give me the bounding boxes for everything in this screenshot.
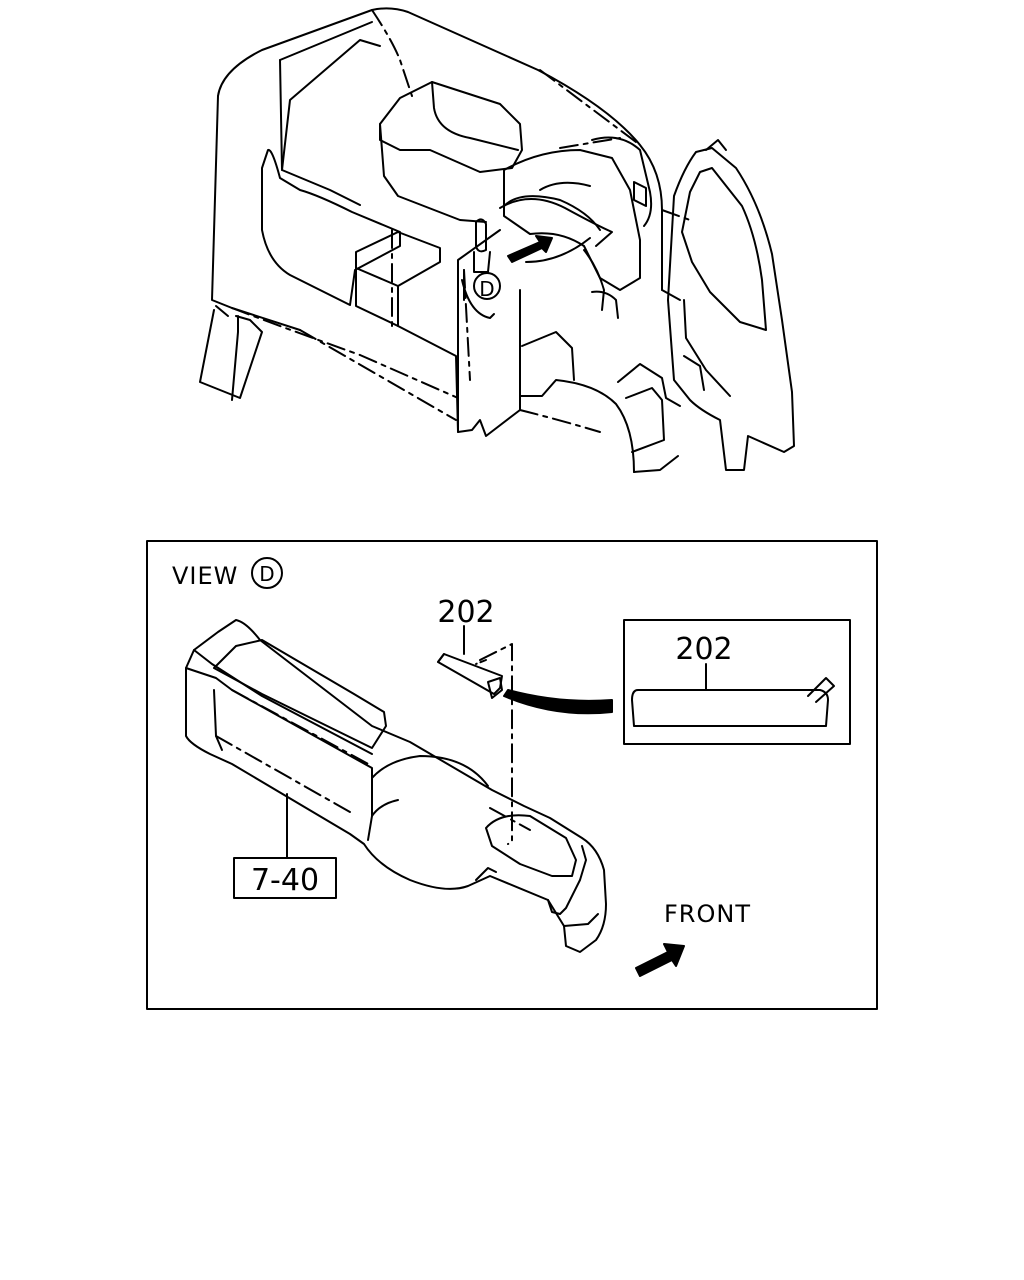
leader-202-bracket — [479, 643, 513, 845]
inset-detail-frame — [623, 619, 851, 745]
panel-hidden-lines — [215, 689, 531, 831]
view-d-letter: D — [259, 562, 274, 586]
part-740-box — [233, 857, 337, 899]
inset-clip-shape — [631, 689, 829, 727]
leader-202-dash — [475, 659, 487, 665]
inset-clip-tab — [807, 677, 835, 703]
view-label: VIEW — [172, 562, 238, 590]
callout-d-letter: D — [479, 277, 494, 301]
cab-hidden-lines — [231, 9, 691, 433]
cab-interior-illustration — [199, 7, 795, 473]
view-d-circle — [251, 557, 283, 589]
front-label: FRONT — [664, 900, 751, 928]
instrument-panel — [185, 619, 607, 953]
callout-d-circle — [473, 272, 501, 300]
front-arrow — [635, 943, 685, 977]
inset-pointer — [503, 689, 613, 715]
part-202-label: 202 — [437, 595, 494, 630]
view-d-frame — [146, 540, 878, 1010]
inset-part-label: 202 — [675, 632, 732, 667]
part-740-label: 7-40 — [251, 863, 319, 898]
view-direction-arrow — [507, 235, 553, 263]
clip-202 — [437, 653, 503, 699]
